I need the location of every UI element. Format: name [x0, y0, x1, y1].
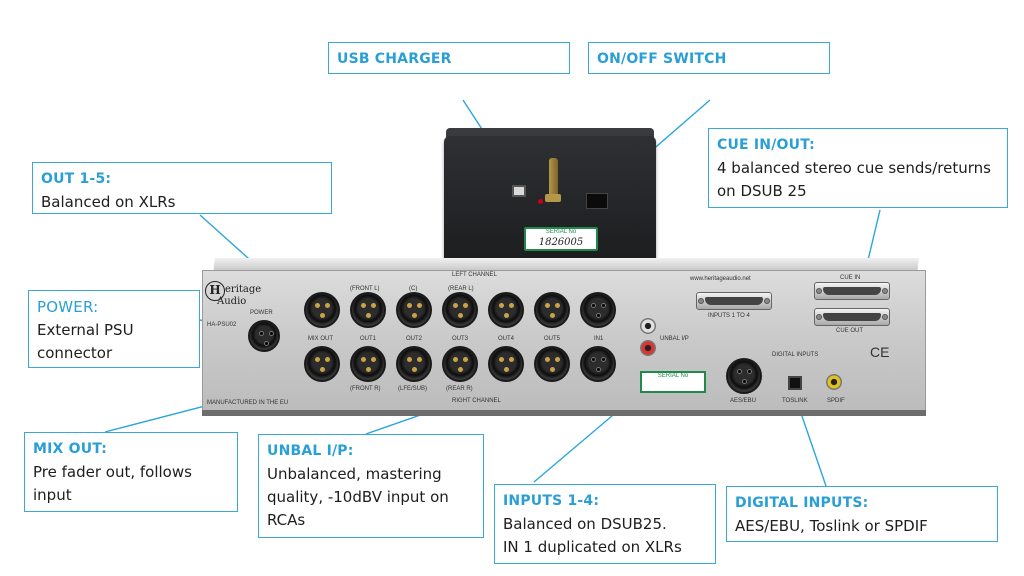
unbal-label: UNBAL I/P [660, 336, 689, 342]
callout-digital-inputs: DIGITAL INPUTS: AES/EBU, Toslink or SPDI… [726, 486, 998, 542]
callout-mix-out: MIX OUT: Pre fader out, follows input [24, 432, 238, 512]
callout-title: ON/OFF SWITCH [597, 51, 727, 67]
label-out2: OUT2 [406, 336, 423, 342]
callout-desc: Pre fader out, follows input [33, 463, 192, 504]
callout-desc: Balanced on DSUB25. IN 1 duplicated on X… [503, 515, 682, 556]
cue-out-label: CUE OUT [836, 328, 863, 334]
label-front-r: (FRONT R) [350, 386, 381, 392]
toslink-label: TOSLINK [782, 398, 808, 404]
callout-title: MIX OUT: [33, 441, 108, 457]
callout-desc: AES/EBU, Toslink or SPDIF [735, 517, 928, 535]
xlr-mix-out[interactable] [304, 346, 340, 382]
label-out3: OUT3 [452, 336, 469, 342]
callout-desc: 4 balanced stereo cue sends/returns on D… [717, 159, 991, 200]
cue-in-label: CUE IN [840, 275, 861, 281]
label-out4: OUT4 [498, 336, 515, 342]
toslink-port[interactable] [788, 376, 802, 390]
xlr-aes-ebu[interactable] [726, 358, 762, 394]
dsub-inputs[interactable] [696, 292, 772, 310]
usb-port[interactable] [512, 185, 526, 197]
left-channel-label: LEFT CHANNEL [452, 272, 497, 278]
xlr-top-6[interactable] [534, 292, 570, 328]
psu-serial-sticker: SERIAL No 1826005 [524, 227, 598, 251]
label-out5: OUT5 [544, 336, 561, 342]
brand-logo: H eritage Audio [205, 281, 261, 315]
brand-name: eritage [225, 284, 262, 295]
xlr-bottom-5[interactable] [488, 346, 524, 382]
rca-unbal-left[interactable] [640, 318, 656, 334]
callout-out-1-5: OUT 1-5: Balanced on XLRs [32, 162, 332, 214]
aes-label: AES/EBU [730, 398, 757, 404]
xlr-top-2[interactable] [350, 292, 386, 328]
rack-bottom-edge [202, 410, 926, 416]
xlr-top-4[interactable] [442, 292, 478, 328]
onoff-switch[interactable] [586, 193, 608, 209]
antenna-base [545, 194, 561, 202]
rca-unbal-right[interactable] [640, 340, 656, 356]
inputs-label: INPUTS 1 TO 4 [708, 313, 750, 319]
label-mix-out: MIX OUT [308, 336, 333, 342]
rack-serial-label: SERIAL No [657, 373, 689, 379]
label-rear-l: (REAR L) [448, 286, 474, 292]
callout-cue-inout: CUE IN/OUT: 4 balanced stereo cue sends/… [708, 128, 1008, 208]
callout-desc: Balanced on XLRs [41, 193, 176, 211]
model-label: HA-PSU02 [207, 322, 237, 328]
label-front-l: (FRONT L) [350, 286, 380, 292]
usb-charger-antenna [549, 158, 558, 200]
ce-mark: CE [870, 344, 890, 360]
callout-title: CUE IN/OUT: [717, 137, 815, 153]
label-in1: IN1 [594, 336, 604, 342]
spdif-label: SPDIF [827, 398, 845, 404]
callout-desc: Unbalanced, mastering quality, -10dBV in… [267, 465, 449, 529]
callout-title: USB CHARGER [337, 51, 452, 67]
website-label: www.heritageaudio.net [690, 276, 751, 282]
label-out1: OUT1 [360, 336, 377, 342]
xlr-bottom-3[interactable] [396, 346, 432, 382]
callout-desc: External PSU connector [37, 321, 134, 362]
xlr-bottom-4[interactable] [442, 346, 478, 382]
callout-inputs-1-4: INPUTS 1-4: Balanced on DSUB25. IN 1 dup… [494, 484, 716, 564]
xlr-bottom-6[interactable] [534, 346, 570, 382]
callout-title: POWER: [37, 298, 99, 316]
callout-title: DIGITAL INPUTS: [735, 495, 869, 511]
callout-title: INPUTS 1-4: [503, 493, 600, 509]
psu-serial-value: 1826005 [538, 237, 584, 248]
rack-serial-sticker: SERIAL No [640, 371, 706, 393]
psu-serial-label: SERIAL No [545, 229, 577, 235]
label-rear-r: (REAR R) [446, 386, 473, 392]
power-led [538, 199, 543, 204]
dsub-cue-out[interactable] [814, 308, 890, 326]
right-channel-label: RIGHT CHANNEL [452, 398, 501, 404]
power-connector[interactable] [248, 320, 280, 352]
dsub-cue-in[interactable] [814, 282, 890, 300]
label-c: (C) [409, 286, 418, 292]
callout-usb-charger: USB CHARGER [328, 42, 570, 74]
spdif-port[interactable] [826, 374, 842, 390]
made-in-label: MANUFACTURED IN THE EU [207, 400, 289, 406]
xlr-bottom-2[interactable] [350, 346, 386, 382]
xlr-top-7[interactable] [580, 292, 616, 328]
callout-power: POWER: External PSU connector [28, 290, 200, 368]
callout-title: OUT 1-5: [41, 171, 112, 187]
callout-unbal-ip: UNBAL I/P: Unbalanced, mastering quality… [258, 434, 484, 538]
digital-inputs-label: DIGITAL INPUTS [772, 352, 819, 358]
label-lfe-sub: (LFE/SUB) [398, 386, 428, 392]
callout-title: UNBAL I/P: [267, 443, 354, 459]
xlr-in1[interactable] [580, 346, 616, 382]
power-connector-label: POWER [250, 310, 273, 316]
xlr-top-5[interactable] [488, 292, 524, 328]
brand-subname: Audio [217, 296, 247, 307]
xlr-top-3[interactable] [396, 292, 432, 328]
logo-mark: H [205, 281, 225, 301]
xlr-top-1[interactable] [304, 292, 340, 328]
callout-onoff-switch: ON/OFF SWITCH [588, 42, 830, 74]
